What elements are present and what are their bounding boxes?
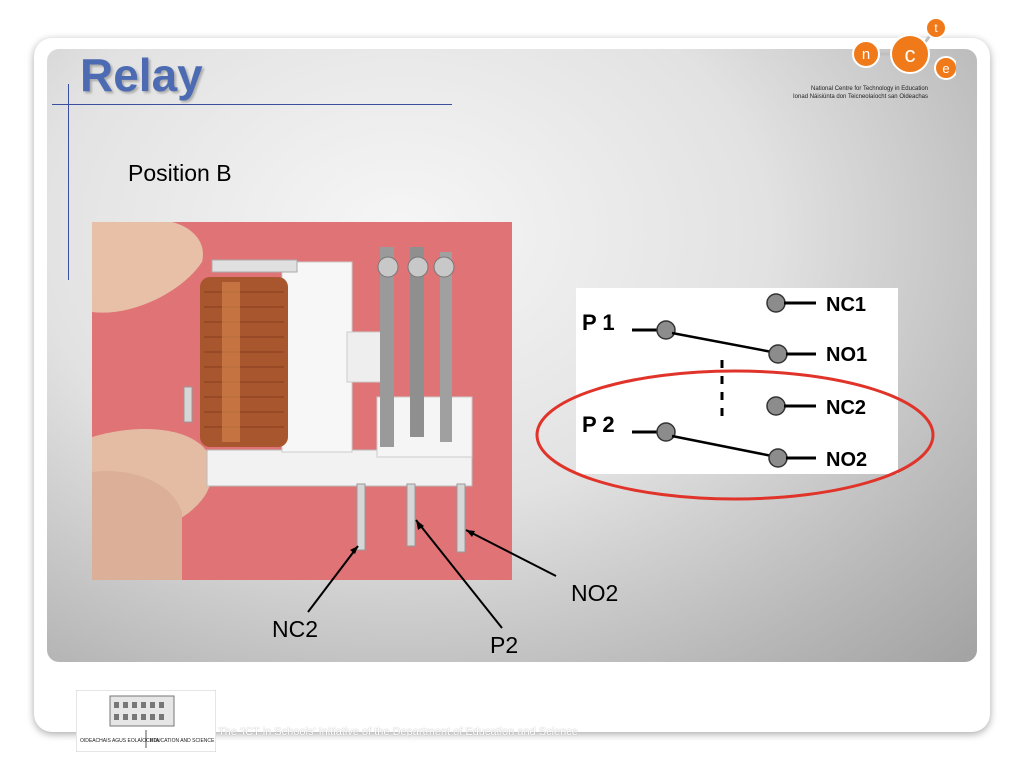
logo-letter-e: e bbox=[942, 61, 949, 76]
diagram-label-p1: P 1 bbox=[582, 310, 615, 335]
department-name-english: EDUCATION AND SCIENCE bbox=[150, 738, 215, 744]
diagram-label-nc1: NC1 bbox=[826, 294, 866, 316]
logo-line-irish: Ionad Náisiúnta don Teicneolaíocht san O… bbox=[793, 94, 928, 100]
relay-photo bbox=[92, 222, 512, 580]
title-vertical-rule bbox=[68, 84, 69, 280]
ncte-logo: n c t e bbox=[852, 17, 956, 80]
slide-subtitle: Position B bbox=[128, 160, 232, 186]
logo-letter-c: c bbox=[905, 42, 916, 67]
department-logo: OIDEACHAIS AGUS EOLAÍOCHTA EDUCATION AND… bbox=[76, 690, 216, 752]
diagram-label-p2: P 2 bbox=[582, 412, 615, 437]
diagram-label-no2: NO2 bbox=[826, 449, 867, 471]
department-name-irish: OIDEACHAIS AGUS EOLAÍOCHTA bbox=[80, 737, 160, 744]
logo-line-english: National Centre for Technology in Educat… bbox=[811, 86, 928, 92]
title-underline bbox=[52, 104, 452, 105]
photo-label-p2: P2 bbox=[490, 632, 519, 658]
photo-label-nc2: NC2 bbox=[272, 616, 319, 642]
diagram-label-nc2: NC2 bbox=[826, 397, 866, 419]
relay-switch-diagram: P 1 P 2 NC1 NO1 NC2 NO2 bbox=[576, 288, 898, 474]
logo-letter-t: t bbox=[934, 21, 938, 35]
logo-letter-n: n bbox=[862, 46, 870, 63]
diagram-label-no1: NO1 bbox=[826, 344, 867, 366]
slide-title: Relay bbox=[80, 49, 203, 101]
footer-text: The 'ICT in Schools' Initiative of the D… bbox=[218, 726, 578, 738]
photo-label-no2: NO2 bbox=[571, 580, 619, 606]
